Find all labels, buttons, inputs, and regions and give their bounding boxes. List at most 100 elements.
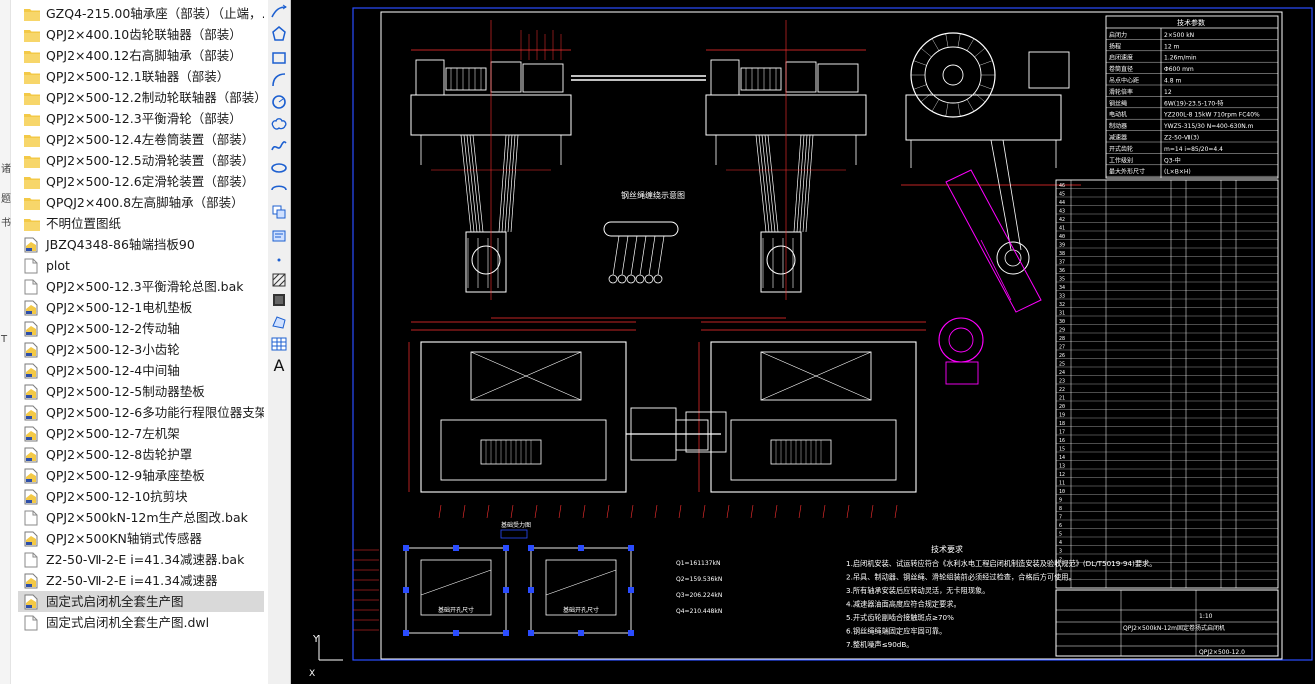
file-item[interactable]: Z2-50-Ⅶ-2-E i=41.34减速器 bbox=[18, 570, 264, 591]
part-number: 29 bbox=[1059, 328, 1065, 334]
file-item[interactable]: QPJ2×500-12-10抗剪块 bbox=[18, 486, 264, 507]
spec-label: 启闭力 bbox=[1109, 31, 1127, 39]
part-number: 14 bbox=[1059, 455, 1065, 461]
part-number: 32 bbox=[1059, 302, 1065, 308]
file-name: QPJ2×500kN-12m生产总图改.bak bbox=[46, 510, 248, 525]
file-icon bbox=[24, 279, 40, 295]
file-item[interactable]: QPJ2×500-12.3平衡滑轮总图.bak bbox=[18, 276, 264, 297]
file-item[interactable]: 固定式启闭机全套生产图 bbox=[18, 591, 264, 612]
file-item[interactable]: QPJ2×500KN轴销式传感器 bbox=[18, 528, 264, 549]
plan-frame bbox=[420, 341, 627, 493]
folder-item[interactable]: QPQJ2×400.8左高脚轴承（部装） bbox=[18, 192, 264, 213]
pulley-schematic bbox=[653, 274, 663, 284]
folder-item[interactable]: QPJ2×400.12右高脚轴承（部装） bbox=[18, 45, 264, 66]
table-tool[interactable] bbox=[269, 334, 289, 354]
ellipse-arc-tool[interactable] bbox=[269, 180, 289, 200]
spec-label: 工作级别 bbox=[1109, 156, 1133, 164]
file-name: QPJ2×500-12-1电机垫板 bbox=[46, 300, 193, 315]
magenta-hub bbox=[948, 327, 974, 353]
region-tool[interactable] bbox=[269, 312, 289, 332]
anchor-bolt bbox=[628, 587, 634, 593]
region-icon bbox=[269, 316, 289, 336]
spec-label: 扬程 bbox=[1109, 42, 1121, 50]
file-item[interactable]: QPJ2×500-12-3小齿轮 bbox=[18, 339, 264, 360]
file-item[interactable]: QPJ2×500-12-4中间轴 bbox=[18, 360, 264, 381]
folder-item[interactable]: GZQ4-215.00轴承座（部装）（止端，… bbox=[18, 3, 264, 24]
file-name: QPJ2×400.10齿轮联轴器（部装） bbox=[46, 27, 242, 42]
spec-value: Q3-中 bbox=[1164, 156, 1181, 164]
rope-schematic-line bbox=[648, 235, 656, 276]
file-item[interactable]: QPJ2×500-12-2传动轴 bbox=[18, 318, 264, 339]
load-value: Q4=210.448kN bbox=[676, 608, 722, 615]
revision-cloud-tool[interactable] bbox=[269, 114, 289, 134]
spec-value: 12 m bbox=[1164, 43, 1180, 50]
folder-item[interactable]: QPJ2×500-12.4左卷筒装置（部装） bbox=[18, 129, 264, 150]
folder-item[interactable]: QPJ2×500-12.2制动轮联轴器（部装） bbox=[18, 87, 264, 108]
side-motor bbox=[1028, 51, 1070, 89]
edge-label: 书 bbox=[1, 218, 11, 229]
file-name: QPJ2×500-12.2制动轮联轴器（部装） bbox=[46, 90, 264, 105]
file-item[interactable]: JBZQ4348-86轴端挡板90 bbox=[18, 234, 264, 255]
file-item[interactable]: plot bbox=[18, 255, 264, 276]
file-item[interactable]: 固定式启闭机全套生产图.dwl bbox=[18, 612, 264, 633]
file-name: Z2-50-Ⅶ-2-E i=41.34减速器 bbox=[46, 573, 218, 588]
file-item[interactable]: QPJ2×500-12-7左机架 bbox=[18, 423, 264, 444]
plan-drum bbox=[760, 351, 872, 401]
polyline-tool[interactable] bbox=[269, 2, 289, 22]
balloon-leader bbox=[606, 504, 610, 519]
dwg-file-icon bbox=[24, 594, 40, 610]
folder-item[interactable]: QPJ2×500-12.6定滑轮装置（部装） bbox=[18, 171, 264, 192]
drum-rib bbox=[945, 33, 949, 48]
balloon-leader bbox=[822, 504, 826, 519]
insert-block-tool[interactable] bbox=[269, 202, 289, 222]
file-name: 固定式启闭机全套生产图.dwl bbox=[46, 615, 210, 630]
anchor-bolt bbox=[403, 587, 409, 593]
ellipse-tool[interactable] bbox=[269, 158, 289, 178]
folder-item[interactable]: QPJ2×500-12.5动滑轮装置（部装） bbox=[18, 150, 264, 171]
part-number: 23 bbox=[1059, 379, 1065, 385]
sheave bbox=[766, 245, 796, 275]
folder-item[interactable]: QPJ2×500-12.3平衡滑轮（部装） bbox=[18, 108, 264, 129]
sheave bbox=[471, 245, 501, 275]
folder-item[interactable]: QPJ2×500-12.1联轴器（部装） bbox=[18, 66, 264, 87]
point-tool[interactable] bbox=[269, 250, 289, 270]
circle-tool[interactable] bbox=[269, 92, 289, 112]
make-block-icon bbox=[269, 230, 289, 250]
file-item[interactable]: QPJ2×500kN-12m生产总图改.bak bbox=[18, 507, 264, 528]
file-name: QPJ2×500-12-5制动器垫板 bbox=[46, 384, 205, 399]
polygon-tool[interactable] bbox=[269, 24, 289, 44]
file-item[interactable]: QPJ2×500-12-1电机垫板 bbox=[18, 297, 264, 318]
file-item[interactable]: Z2-50-Ⅶ-2-E i=41.34减速器.bak bbox=[18, 549, 264, 570]
make-block-tool[interactable] bbox=[269, 226, 289, 246]
rope-line bbox=[755, 134, 767, 233]
folder-item[interactable]: 不明位置图纸 bbox=[18, 213, 264, 234]
brake-drum bbox=[740, 67, 782, 91]
ellipse-icon bbox=[269, 163, 289, 182]
drum-rib bbox=[931, 38, 940, 51]
panel-splitter[interactable] bbox=[264, 0, 268, 684]
balloon-leader bbox=[870, 504, 874, 519]
part-number: 38 bbox=[1059, 251, 1065, 257]
file-name: QPJ2×500-12-10抗剪块 bbox=[46, 489, 188, 504]
gradient-tool[interactable] bbox=[269, 290, 289, 310]
anchor-bolt bbox=[503, 587, 509, 593]
file-item[interactable]: QPJ2×500-12-9轴承座垫板 bbox=[18, 465, 264, 486]
file-item[interactable]: QPJ2×500-12-6多功能行程限位器支架 bbox=[18, 402, 264, 423]
hatch-tool[interactable] bbox=[269, 270, 289, 290]
arc-icon bbox=[269, 73, 289, 94]
dwg-file-icon bbox=[24, 321, 40, 337]
spline-tool[interactable] bbox=[269, 136, 289, 156]
file-name: QPJ2×500-12.1联轴器（部装） bbox=[46, 69, 230, 84]
drum-rib bbox=[945, 102, 949, 117]
file-item[interactable]: QPJ2×500-12-8齿轮护罩 bbox=[18, 444, 264, 465]
file-list: GZQ4-215.00轴承座（部装）（止端，… QPJ2×400.10齿轮联轴器（… bbox=[18, 3, 264, 633]
folder-item[interactable]: QPJ2×400.10齿轮联轴器（部装） bbox=[18, 24, 264, 45]
folder-icon bbox=[24, 132, 40, 147]
text-tool[interactable]: A bbox=[269, 356, 289, 376]
rectangle-tool[interactable] bbox=[269, 48, 289, 68]
arc-tool[interactable] bbox=[269, 70, 289, 90]
file-item[interactable]: QPJ2×500-12-5制动器垫板 bbox=[18, 381, 264, 402]
folder-icon bbox=[24, 111, 40, 126]
